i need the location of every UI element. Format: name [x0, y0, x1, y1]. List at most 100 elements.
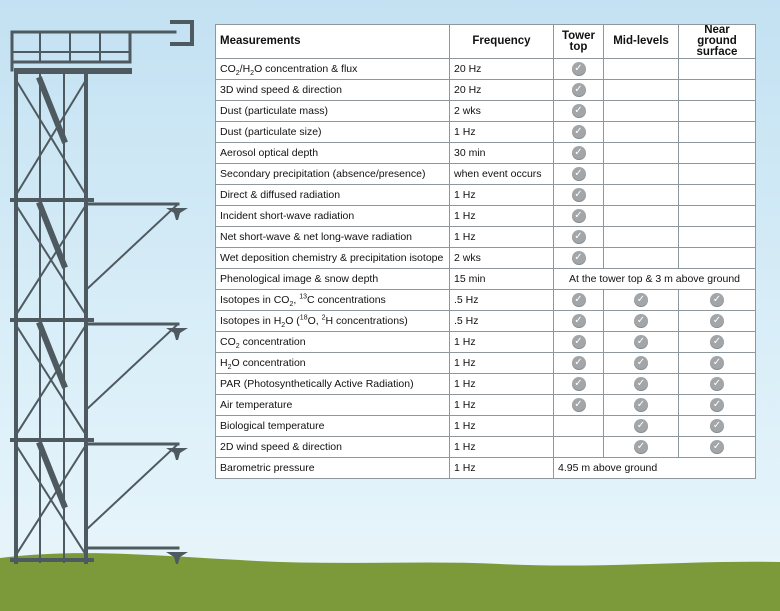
measurement-name: Barometric pressure	[215, 457, 450, 479]
tower-top-cell: ✓	[553, 100, 604, 122]
mid-levels-cell	[603, 58, 679, 80]
tower-top-cell: ✓	[553, 352, 604, 374]
check-circle-icon: ✓	[571, 167, 586, 181]
frequency-value: 1 Hz	[449, 184, 554, 206]
frequency-value: 1 Hz	[449, 436, 554, 458]
tower-top-cell: ✓	[553, 79, 604, 101]
tower-top-cell: ✓	[553, 226, 604, 248]
near-ground-cell	[678, 142, 756, 164]
near-ground-cell	[678, 247, 756, 269]
measurement-name: PAR (Photosynthetically Active Radiation…	[215, 373, 450, 395]
mid-levels-cell	[603, 100, 679, 122]
check-circle-icon: ✓	[710, 335, 724, 349]
measurement-name: Wet deposition chemistry & precipitation…	[215, 247, 450, 269]
mid-levels-cell: ✓	[603, 289, 679, 311]
sensor-icon	[166, 552, 188, 564]
sensor-icons	[166, 208, 188, 564]
near-ground-cell	[678, 226, 756, 248]
check-circle-icon: ✓	[571, 335, 586, 349]
tower-top-cell: ✓	[553, 142, 604, 164]
near-ground-cell	[678, 100, 756, 122]
near-ground-cell: ✓	[678, 373, 756, 395]
frequency-value: 1 Hz	[449, 331, 554, 353]
superscript: 13	[299, 293, 307, 301]
header-mid-levels: Mid-levels	[603, 24, 679, 59]
mid-levels-cell: ✓	[603, 415, 679, 437]
check-circle-icon: ✓	[710, 398, 724, 412]
text-part: ,	[293, 294, 300, 306]
check-circle-icon: ✓	[710, 314, 724, 328]
measurement-name: Dust (particulate mass)	[215, 100, 450, 122]
superscript: 2	[321, 314, 326, 322]
frequency-value: 30 min	[449, 142, 554, 164]
check-circle-icon: ✓	[571, 83, 586, 97]
subscript: 2	[227, 364, 232, 372]
check-circle-icon: ✓	[571, 356, 586, 370]
text-part: CO	[220, 336, 236, 348]
measurement-name: Direct & diffused radiation	[215, 184, 450, 206]
mid-levels-cell: ✓	[603, 310, 679, 332]
table-row: PAR (Photosynthetically Active Radiation…	[215, 373, 756, 395]
check-circle-icon: ✓	[634, 314, 648, 328]
header-near-ground: Near ground surface	[678, 24, 756, 59]
measurement-name: Aerosol optical depth	[215, 142, 450, 164]
text-part: CO	[220, 63, 236, 75]
table-row: Secondary precipitation (absence/presenc…	[215, 163, 756, 185]
tower-top-cell	[553, 415, 604, 437]
sensor-icon	[166, 448, 188, 460]
check-circle-icon: ✓	[710, 377, 724, 391]
header-measurements: Measurements	[215, 24, 450, 59]
mid-levels-cell	[603, 142, 679, 164]
text-part: O,	[307, 315, 322, 327]
near-ground-cell	[678, 163, 756, 185]
check-circle-icon: ✓	[710, 419, 724, 433]
text-part: Isotopes in CO	[220, 294, 290, 306]
mid-levels-cell	[603, 247, 679, 269]
frequency-value: .5 Hz	[449, 289, 554, 311]
mid-levels-cell: ✓	[603, 436, 679, 458]
grass-ground	[0, 553, 780, 611]
table-row: Isotopes in H2O (18O, 2H concentrations)…	[215, 310, 756, 332]
near-ground-cell: ✓	[678, 415, 756, 437]
mid-levels-cell: ✓	[603, 394, 679, 416]
check-circle-icon: ✓	[571, 209, 586, 223]
measurement-name: 2D wind speed & direction	[215, 436, 450, 458]
sensor-icon	[166, 328, 188, 340]
check-circle-icon: ✓	[571, 230, 586, 244]
check-circle-icon: ✓	[710, 293, 724, 307]
frequency-value: 15 min	[449, 268, 554, 290]
table-header-row: Measurements Frequency Tower top Mid-lev…	[215, 24, 756, 59]
check-circle-icon: ✓	[634, 419, 648, 433]
table-row: Dust (particulate size)1 Hz✓	[215, 121, 756, 143]
frequency-value: 1 Hz	[449, 226, 554, 248]
text-part: O concentration & flux	[254, 63, 358, 75]
measurement-name: H2O concentration	[215, 352, 450, 374]
text-part: H concentrations)	[325, 315, 408, 327]
header-tower-top: Tower top	[553, 24, 604, 59]
near-ground-cell: ✓	[678, 331, 756, 353]
check-circle-icon: ✓	[634, 440, 648, 454]
tower-top-cell: ✓	[553, 394, 604, 416]
frequency-value: 1 Hz	[449, 457, 554, 479]
check-circle-icon: ✓	[571, 293, 586, 307]
table-row: Net short-wave & net long-wave radiation…	[215, 226, 756, 248]
frequency-value: 20 Hz	[449, 58, 554, 80]
check-circle-icon: ✓	[710, 440, 724, 454]
text-part: Isotopes in H	[220, 315, 282, 327]
measurement-name: Net short-wave & net long-wave radiation	[215, 226, 450, 248]
near-ground-cell	[678, 58, 756, 80]
tower-top-cell: ✓	[553, 205, 604, 227]
check-circle-icon: ✓	[634, 356, 648, 370]
frequency-value: 20 Hz	[449, 79, 554, 101]
measurement-name: 3D wind speed & direction	[215, 79, 450, 101]
measurements-table: Measurements Frequency Tower top Mid-lev…	[215, 24, 756, 479]
